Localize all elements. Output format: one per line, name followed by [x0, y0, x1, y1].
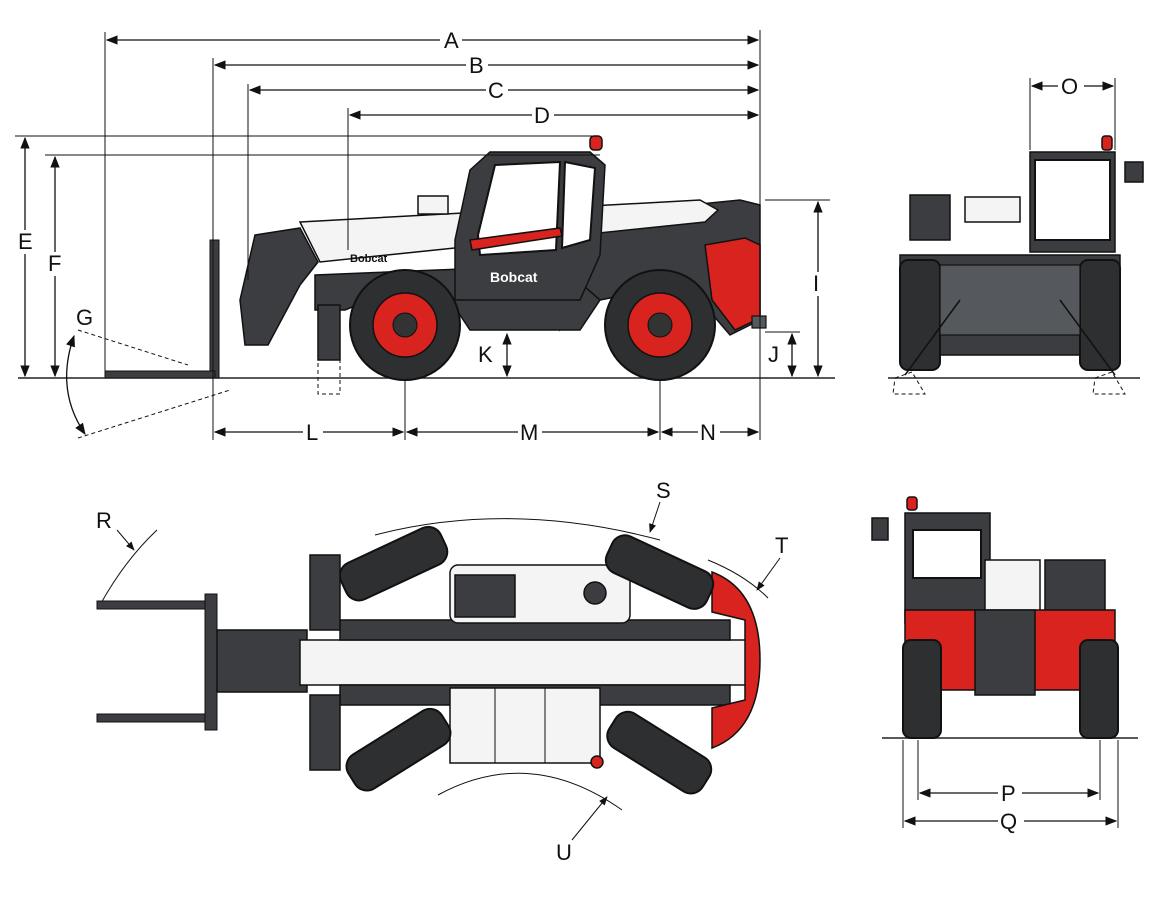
rear-view-grille — [939, 264, 1081, 336]
front-view-left-tyre — [902, 639, 942, 739]
front-view-boom-end — [984, 559, 1041, 616]
top-view-front-right-wheel — [345, 707, 452, 792]
label-j: J — [768, 342, 779, 367]
fork-tilt-down-line — [77, 389, 231, 439]
rear-view-right-stabilizer — [1059, 299, 1116, 376]
label-t: T — [775, 533, 788, 558]
top-view-stabilizer-upper — [309, 554, 341, 631]
top-view-rear-right-wheel — [606, 710, 713, 795]
front-view-mirror — [871, 517, 889, 541]
rear-view-left-stabilizer — [904, 299, 961, 376]
side-mirror — [417, 195, 449, 215]
top-view-rear-left-wheel — [604, 534, 715, 610]
dim-arc-g — [66, 334, 86, 435]
label-l: L — [306, 420, 318, 445]
rear-view-beacon — [1101, 135, 1113, 151]
cab-door-window — [560, 160, 597, 250]
label-g: G — [76, 305, 93, 330]
front-view-center-plate — [974, 609, 1036, 696]
top-view-fuel-cap — [583, 581, 607, 605]
top-view-stabilizer-lower — [309, 694, 341, 771]
label-p: P — [1001, 781, 1016, 806]
label-e: E — [18, 229, 33, 254]
top-view: R S T U — [96, 478, 788, 865]
label-r: R — [96, 508, 112, 533]
top-view-boom — [299, 639, 756, 686]
tow-hitch — [751, 315, 767, 329]
label-n: N — [700, 420, 716, 445]
front-view: P Q — [871, 496, 1138, 834]
label-a: A — [444, 28, 459, 53]
rear-view-left-pad — [892, 371, 926, 395]
label-q: Q — [1000, 809, 1017, 834]
brand-logo-cab: Bobcat — [490, 269, 538, 285]
top-view-boom-head — [216, 629, 308, 693]
leader-t — [756, 557, 781, 591]
top-view-counterweight — [711, 570, 761, 750]
beacon-light — [589, 135, 603, 151]
top-view-fork-upper — [96, 600, 213, 610]
label-f: F — [48, 251, 61, 276]
boom-head — [239, 227, 319, 346]
cab-red-stripe — [469, 227, 563, 251]
rear-view: O — [888, 74, 1144, 395]
front-wheel — [349, 269, 461, 381]
label-k: K — [478, 342, 493, 367]
stabilizer-pad-outline — [317, 359, 341, 395]
leader-r — [116, 529, 135, 551]
arc-r — [99, 529, 158, 606]
top-view-front-left-wheel — [338, 525, 449, 602]
fork-tilt-up-line — [77, 329, 189, 366]
fork-carriage — [209, 239, 220, 379]
fork-tine — [104, 370, 216, 379]
top-view-beacon — [590, 755, 604, 769]
label-u: U — [556, 840, 572, 865]
leader-s — [649, 501, 661, 533]
rear-view-right-pad — [1092, 371, 1126, 395]
rear-view-engine-cover — [964, 196, 1021, 223]
top-view-cab — [449, 687, 601, 764]
front-view-right-tyre — [1079, 639, 1119, 739]
top-view-fork-lower — [96, 713, 213, 723]
rear-view-cab-window — [1034, 159, 1111, 241]
arc-u — [437, 772, 623, 811]
front-view-beacon — [906, 496, 918, 511]
top-view-engine-vent — [454, 574, 516, 618]
brand-logo-boom: Bobcat — [350, 253, 388, 265]
front-view-cab-window — [912, 529, 982, 579]
label-i: I — [813, 271, 819, 296]
rear-view-seat — [909, 194, 951, 241]
stabilizer-leg — [317, 304, 341, 361]
label-o: O — [1061, 74, 1078, 99]
front-view-engine — [1044, 559, 1106, 616]
side-view: Bobcat Bobcat — [15, 28, 835, 445]
label-s: S — [656, 478, 671, 503]
rear-wheel — [604, 269, 716, 381]
arc-s — [374, 518, 661, 541]
label-b: B — [469, 53, 484, 78]
rear-view-mirror — [1124, 161, 1144, 183]
top-view-fork-carriage — [204, 593, 218, 731]
label-c: C — [488, 78, 504, 103]
arc-t — [707, 559, 769, 599]
label-m: M — [520, 420, 538, 445]
label-d: D — [534, 103, 550, 128]
leader-u — [571, 796, 608, 841]
